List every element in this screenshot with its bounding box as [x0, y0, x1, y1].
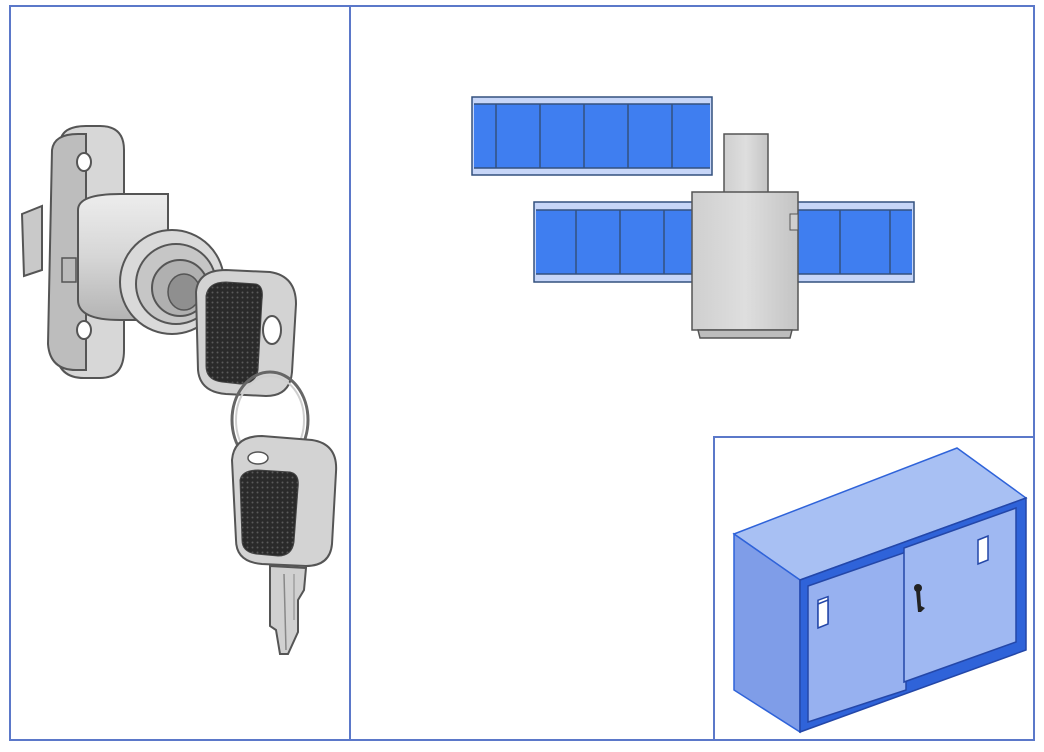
lock-icon [20, 125, 225, 379]
key-icon [194, 268, 338, 655]
cabinet-icon [713, 436, 1035, 741]
sliding-door-lock-diagram [471, 96, 915, 339]
outer-border [9, 5, 1035, 741]
